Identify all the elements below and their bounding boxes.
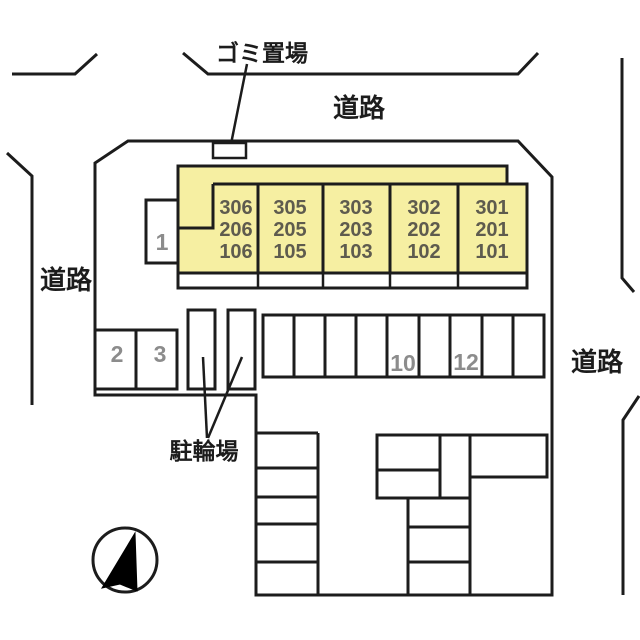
bottom-parking-area (256, 431, 549, 595)
space-number-3: 3 (154, 341, 167, 367)
space-number-10: 10 (390, 350, 416, 376)
compass-circle (91, 526, 159, 594)
room-number: 203 (339, 219, 372, 241)
room-number: 106 (219, 241, 252, 263)
road-edge-top-left (12, 52, 99, 76)
bicycle-space-2 (226, 308, 257, 391)
road-lines (5, 51, 640, 595)
room-number: 306 (219, 197, 252, 219)
room-number: 105 (273, 241, 306, 263)
building-block: 1 306 206 106 305 205 105 303 203 103 30… (144, 164, 529, 290)
room-number: 305 (273, 197, 306, 219)
garbage-leader-line (228, 63, 249, 150)
garbage-label: ゴミ置場 (216, 40, 308, 66)
room-number: 103 (339, 241, 372, 263)
bicycle-leader-line (206, 356, 244, 439)
garbage-station-box (211, 141, 248, 160)
room-number: 302 (407, 197, 440, 219)
road-edge-right-lower (621, 395, 640, 595)
compass-needle (100, 531, 138, 592)
parking-left-spaces: 2 3 (93, 328, 179, 391)
room-number: 201 (475, 219, 508, 241)
room-number: 102 (407, 241, 440, 263)
parking-row-box (261, 313, 546, 379)
road-label-top: 道路 (333, 93, 386, 123)
room-number: 202 (407, 219, 440, 241)
balcony-strip (176, 271, 529, 290)
bicycle-leader-line (201, 356, 209, 439)
room-number: 303 (339, 197, 372, 219)
space-number-12: 12 (453, 349, 479, 375)
road-label-right: 道路 (571, 347, 624, 377)
room-number: 101 (475, 241, 508, 263)
unit-306-notch-border (178, 184, 215, 230)
bicycle-parking (186, 308, 257, 439)
bicycle-space-1 (186, 308, 217, 391)
road-label-left: 道路 (40, 265, 93, 295)
road-edge-right-upper (620, 58, 636, 293)
bicycle-label: 駐輪場 (170, 438, 239, 464)
entrance-box (144, 198, 180, 265)
space-number-2: 2 (111, 341, 124, 367)
parking-row: 10 12 (261, 313, 546, 379)
road-edge-left-outer (5, 151, 34, 405)
entrance-number: 1 (156, 229, 169, 255)
room-number: 205 (273, 219, 306, 241)
road-edge-top (182, 51, 540, 76)
room-number: 301 (475, 197, 508, 219)
north-compass (91, 526, 159, 594)
room-number: 206 (219, 219, 252, 241)
